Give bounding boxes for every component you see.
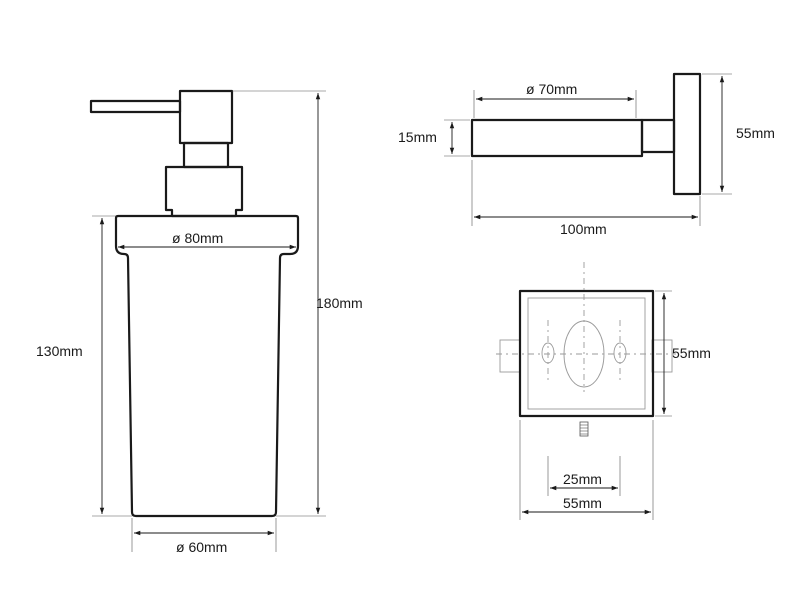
plate-side-tab-left xyxy=(499,339,521,373)
glass-container xyxy=(114,214,300,518)
dim-label-container-height: 130mm xyxy=(36,343,83,359)
pump-head xyxy=(178,89,234,145)
pump-neck xyxy=(182,141,230,169)
dim-label-projection: 100mm xyxy=(560,221,607,237)
dim-label-hole-spacing: 25mm xyxy=(563,471,602,487)
dim-label-ring-diameter: ø 70mm xyxy=(526,81,577,97)
wall-plate-front xyxy=(518,289,655,418)
dim-label-plate-width-front: 55mm xyxy=(563,495,602,511)
soap-dispenser-view: 180mm 130mm ø 80mm ø 60mm xyxy=(36,89,363,555)
dim-label-arm-thickness: 15mm xyxy=(398,129,437,145)
pump-spout xyxy=(89,99,182,114)
wall-plate-side xyxy=(672,72,702,196)
wall-plate-inner xyxy=(527,297,646,410)
dim-label-plate-height-front: 55mm xyxy=(672,345,711,361)
holder-arm-connector xyxy=(640,118,676,154)
pump-collar xyxy=(164,165,244,218)
wall-plate-front-view: 55mm 25mm 55mm xyxy=(496,262,711,520)
dim-label-overall-height: 180mm xyxy=(316,295,363,311)
dim-label-plate-height-side: 55mm xyxy=(736,125,775,141)
holder-ring xyxy=(470,118,644,158)
dim-label-bottom-diameter: ø 60mm xyxy=(176,539,227,555)
dim-label-top-diameter: ø 80mm xyxy=(172,230,223,246)
set-screw-icon xyxy=(579,421,589,437)
plate-side-tab-right xyxy=(651,339,673,373)
holder-side-view: ø 70mm 15mm 100mm 55mm xyxy=(398,72,775,237)
